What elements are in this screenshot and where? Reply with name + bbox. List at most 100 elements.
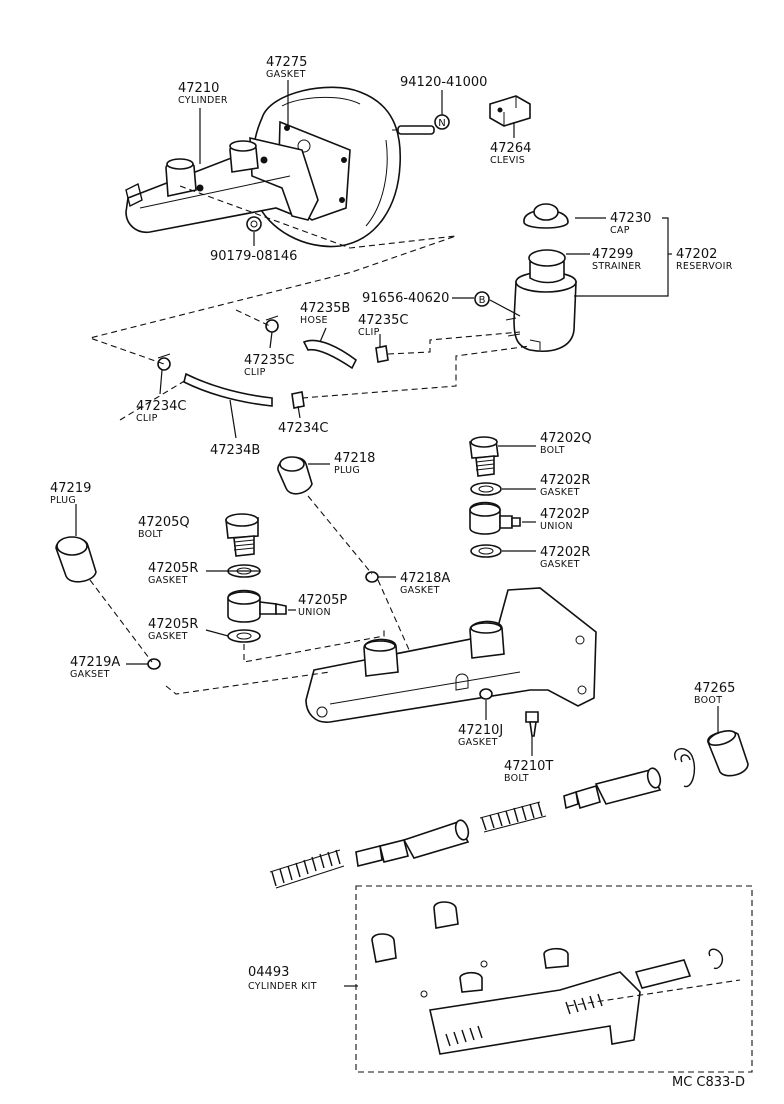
bolt-47210t [525,711,539,756]
label-47235c-right: 47235C CLIP [358,313,408,338]
label-47218: 47218 PLUG [334,451,375,476]
routing-lines [88,185,741,1007]
label-47205r-bottom: 47205R GASKET [148,617,198,642]
svg-text:GASKET: GASKET [148,631,188,642]
svg-text:GAKSET: GAKSET [70,669,110,680]
svg-text:47235B: 47235B [300,301,350,316]
svg-text:CLIP: CLIP [136,413,158,424]
label-47205p: 47205P UNION [298,593,347,618]
bolt-47205q [225,513,259,557]
master-cylinder-top [125,136,319,234]
svg-text:47210T: 47210T [504,759,553,774]
label-04493: 04493 CYLINDER KIT [248,965,358,992]
label-47219: 47219 PLUG [50,481,91,506]
label-47202q: 47202Q BOLT [540,431,592,456]
svg-text:STRAINER: STRAINER [592,261,642,272]
label-47219a: 47219A GAKSET [70,655,120,680]
clip-47234c-left [157,353,171,371]
label-47264: 47264 CLEVIS [490,141,531,166]
label-90179: 90179-08146 [210,249,297,264]
gasket-47202r-bottom [470,544,502,558]
svg-text:RESERVOIR: RESERVOIR [676,261,733,272]
svg-text:CLEVIS: CLEVIS [490,155,525,166]
svg-text:UNION: UNION [298,607,331,618]
label-47202: 47202 RESERVOIR [676,247,733,272]
svg-text:GASKET: GASKET [540,487,580,498]
label-47205r-top: 47205R GASKET [148,561,198,586]
svg-text:47264: 47264 [490,141,531,156]
clip-47234c-right [291,391,305,409]
svg-text:47234B: 47234B [210,443,260,458]
svg-text:47205R: 47205R [148,561,198,576]
label-47210t: 47210T BOLT [504,759,553,784]
svg-text:47218: 47218 [334,451,375,466]
boot-47265 [707,706,749,777]
label-47202r-bottom: 47202R GASKET [540,545,590,570]
svg-text:47219: 47219 [50,481,91,496]
clevis [489,95,531,138]
reservoir [505,203,577,352]
label-47230: 47230 CAP [610,211,651,236]
svg-text:47299: 47299 [592,247,633,262]
union-47205p [227,589,287,623]
label-47234b: 47234B [210,443,260,458]
svg-text:91656-40620: 91656-40620 [362,291,449,306]
svg-text:CLIP: CLIP [358,327,380,338]
svg-text:MC C833-D: MC C833-D [672,1075,745,1090]
label-47234c-right: 47234C [278,421,328,436]
svg-text:47230: 47230 [610,211,651,226]
svg-text:47202P: 47202P [540,507,589,522]
gasket-47210j [479,688,493,720]
svg-text:94120-41000: 94120-41000 [400,75,487,90]
svg-text:47235C: 47235C [358,313,408,328]
spring-primary [479,801,547,833]
gasket-47219a [147,658,161,670]
svg-text:PLUG: PLUG [50,495,76,506]
svg-text:47210J: 47210J [458,723,503,738]
master-cylinder-body [305,587,597,723]
svg-text:47205R: 47205R [148,617,198,632]
plug-47218 [277,456,313,495]
svg-text:GASKET: GASKET [266,69,306,80]
cylinder-kit-box [355,885,753,1073]
label-47235c-left: 47235C CLIP [244,353,294,378]
bolt-47202q [469,436,499,477]
clip-47235c-right [375,345,389,363]
svg-text:CYLINDER KIT: CYLINDER KIT [248,981,317,992]
hose-47235b [302,339,358,370]
label-47205q: 47205Q BOLT [138,515,190,540]
svg-text:PLUG: PLUG [334,465,360,476]
svg-text:CYLINDER: CYLINDER [178,95,228,106]
svg-text:90179-08146: 90179-08146 [210,249,297,264]
label-91656: 91656-40620 [362,291,449,306]
leader-lines [75,80,672,665]
clip-47235c-left [265,315,279,333]
gasket-47205r-bottom [227,629,261,643]
svg-text:47218A: 47218A [400,571,450,586]
bolt-b-marker: B [474,291,521,317]
svg-text:04493: 04493 [248,965,289,980]
label-47202r-top: 47202R GASKET [540,473,590,498]
piston-secondary [355,819,470,867]
svg-text:47205Q: 47205Q [138,515,190,530]
label-47202p: 47202P UNION [540,507,589,532]
label-47210: 47210 CYLINDER [178,81,228,106]
svg-text:47265: 47265 [694,681,735,696]
plug-47219 [55,536,97,583]
svg-text:N: N [438,118,445,129]
label-47299: 47299 STRAINER [592,247,642,272]
svg-text:47234C: 47234C [136,399,186,414]
label-47210j: 47210J GASKET [458,723,503,748]
svg-text:GASKET: GASKET [540,559,580,570]
svg-text:47202: 47202 [676,247,717,262]
svg-text:47205P: 47205P [298,593,347,608]
svg-text:BOLT: BOLT [504,773,529,784]
footer-code: MC C833-D [672,1075,745,1090]
svg-text:GASKET: GASKET [148,575,188,586]
nut-n-marker: N [434,90,450,130]
label-94120: 94120-41000 [400,75,487,90]
svg-text:CLIP: CLIP [244,367,266,378]
gasket-47202r-top [470,482,502,496]
svg-text:B: B [479,295,486,306]
